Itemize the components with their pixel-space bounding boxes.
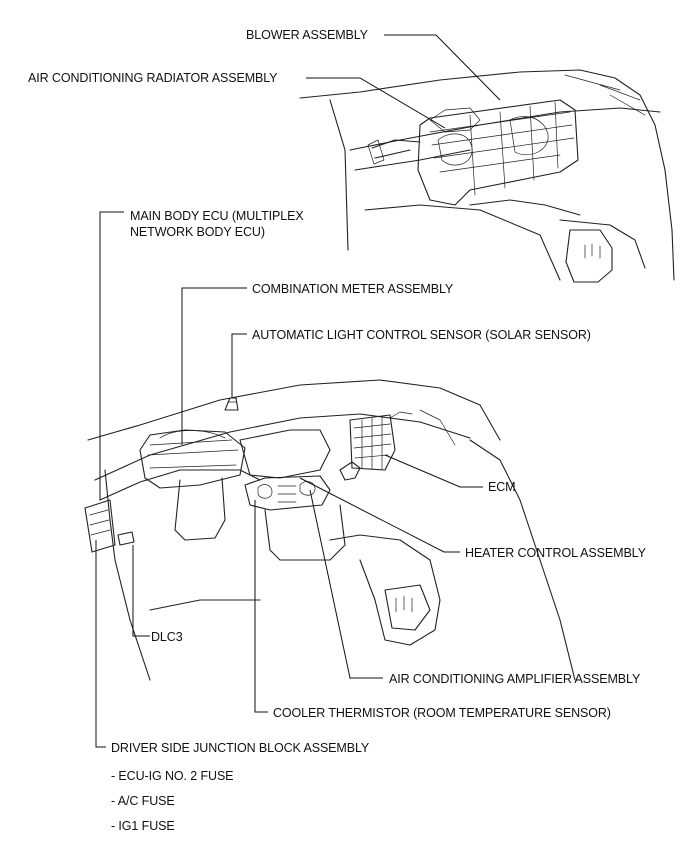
label-main-body-ecu-line1: MAIN BODY ECU (MULTIPLEX [130,209,304,223]
fuse-item: - IG1 FUSE [111,819,175,833]
label-heater-control-assembly: HEATER CONTROL ASSEMBLY [465,546,646,560]
label-blower-assembly: BLOWER ASSEMBLY [246,28,368,42]
label-ac-amplifier-assembly: AIR CONDITIONING AMPLIFIER ASSEMBLY [389,672,641,686]
fuse-item: - ECU-IG NO. 2 FUSE [111,769,234,783]
label-main-body-ecu-line2: NETWORK BODY ECU) [130,225,265,239]
label-cooler-thermistor: COOLER THERMISTOR (ROOM TEMPERATURE SENS… [273,706,611,720]
label-dlc3: DLC3 [151,630,183,644]
label-light-control-sensor: AUTOMATIC LIGHT CONTROL SENSOR (SOLAR SE… [252,328,591,342]
leader-lines [95,34,501,748]
label-junction-block: DRIVER SIDE JUNCTION BLOCK ASSEMBLY [111,741,370,755]
label-ecm: ECM [488,480,516,494]
lower-dashboard-drawing [84,379,576,681]
upper-dashboard-drawing [299,69,675,283]
label-combination-meter: COMBINATION METER ASSEMBLY [252,282,454,296]
label-radiator-assembly: AIR CONDITIONING RADIATOR ASSEMBLY [28,71,278,85]
fuse-item: - A/C FUSE [111,794,175,808]
